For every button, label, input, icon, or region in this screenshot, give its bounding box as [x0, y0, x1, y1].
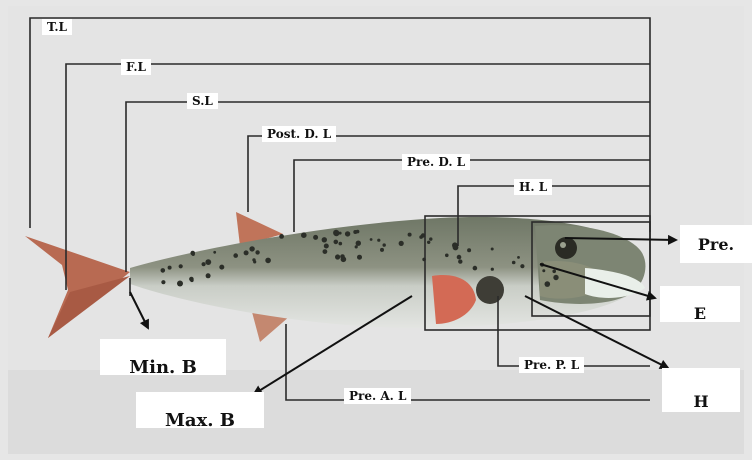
- fish-spot: [419, 235, 423, 239]
- fish-spot: [335, 254, 340, 259]
- fish-spot: [353, 230, 357, 234]
- fish-spot: [253, 260, 256, 263]
- fish-spot: [161, 268, 166, 273]
- fish-spot: [206, 273, 211, 278]
- fish-spot: [356, 241, 361, 246]
- fish-spot: [457, 255, 462, 260]
- fish-spot: [341, 257, 347, 263]
- fish-spot: [512, 261, 516, 265]
- fish-spot: [429, 237, 432, 240]
- fl-label: F.L: [121, 59, 151, 75]
- fish-spot: [168, 266, 172, 270]
- photo-floor-shadow: [8, 370, 744, 454]
- fish-spot: [313, 235, 318, 240]
- fish-spot: [219, 265, 224, 270]
- fish-spot: [255, 250, 259, 254]
- hl-label: H. L: [514, 179, 552, 195]
- fish-spot: [322, 237, 327, 242]
- pre-pl-label: Pre. P. L: [519, 357, 584, 373]
- fish-spot: [370, 238, 373, 241]
- fish-spot: [555, 277, 558, 280]
- fish-spot: [339, 242, 343, 246]
- fish-spot: [458, 259, 462, 263]
- fish-spot: [552, 270, 556, 274]
- fish-spot: [249, 246, 254, 251]
- fish-spot: [377, 239, 380, 242]
- eye-highlight: [560, 242, 566, 248]
- fish-spot: [545, 281, 551, 287]
- fish-spot: [205, 259, 211, 265]
- pre-label: Pre.: [680, 225, 752, 263]
- fish-spot: [345, 231, 350, 236]
- fish-spot: [213, 251, 216, 254]
- tl-label: T.L: [42, 19, 72, 35]
- fish-spot: [408, 233, 412, 237]
- fish-spot: [467, 248, 471, 252]
- pre-dl-label: Pre. D. L: [402, 154, 470, 170]
- fish-spot: [192, 253, 195, 256]
- fish-spot: [179, 264, 183, 268]
- fish-spot: [323, 249, 328, 254]
- h-label: H: [662, 368, 740, 412]
- eye: [555, 237, 577, 259]
- fish-spot: [244, 250, 249, 255]
- fish-spot: [334, 240, 339, 245]
- sl-label: S.L: [187, 93, 218, 109]
- fish-spot: [427, 241, 430, 244]
- fish-spot: [301, 232, 307, 238]
- fish-spot: [542, 269, 545, 272]
- fish-spot: [520, 264, 524, 268]
- fish-spot: [265, 258, 271, 264]
- e-label: E: [660, 286, 740, 322]
- max-b-label: Max. B: [136, 392, 264, 428]
- min-b-label: Min. B: [100, 339, 226, 375]
- fish-spot: [383, 243, 386, 246]
- fish-spot: [491, 248, 494, 251]
- fish-spot: [491, 268, 494, 271]
- post-dl-label: Post. D. L: [262, 126, 336, 142]
- fish-spot: [380, 248, 384, 252]
- fish-spot: [333, 230, 339, 236]
- fish-spot: [233, 253, 238, 258]
- fish-spot: [355, 245, 358, 248]
- fish-spot: [324, 244, 329, 249]
- fish-spot: [177, 281, 183, 287]
- fish-spot: [161, 280, 165, 284]
- fish-spot: [202, 262, 206, 266]
- fish-spot: [399, 241, 404, 246]
- fish-spot: [279, 234, 284, 239]
- pectoral-base: [476, 276, 504, 304]
- pre-al-label: Pre. A. L: [344, 388, 411, 404]
- fish-spot: [357, 255, 362, 260]
- fish-spot: [517, 256, 520, 259]
- fish-spot: [445, 254, 449, 258]
- fish-spot: [473, 266, 478, 271]
- fish-spot: [190, 279, 194, 283]
